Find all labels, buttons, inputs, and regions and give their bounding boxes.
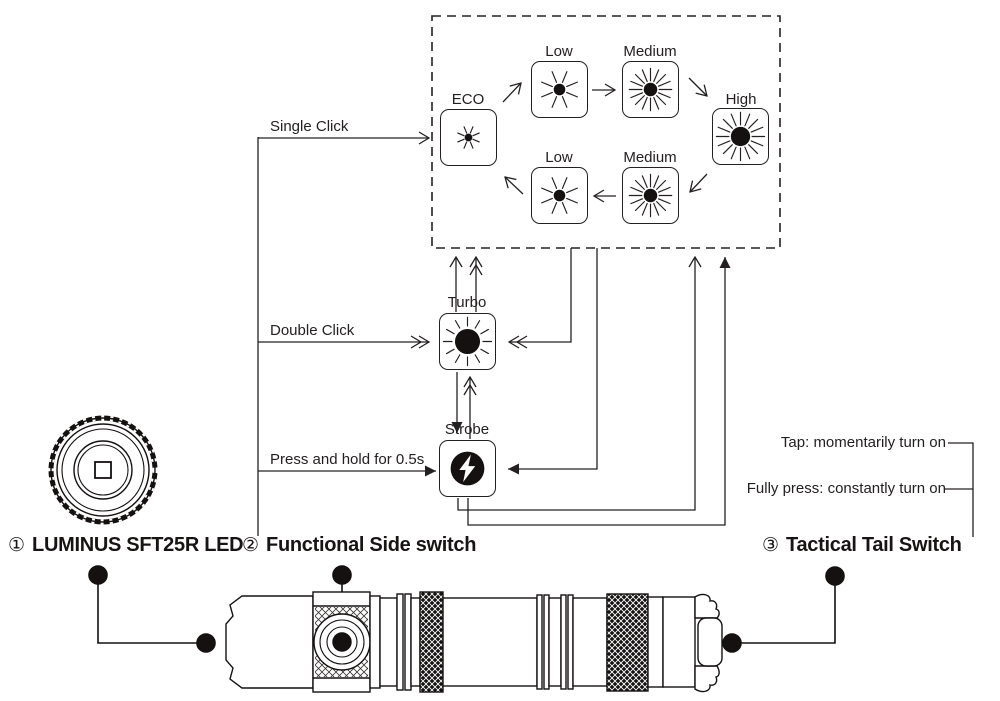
tail-crenellation-bottom xyxy=(694,665,720,693)
eco-starburst-icon xyxy=(457,126,480,149)
tail-note-fully-press: Fully press: constantly turn on xyxy=(746,480,946,497)
mode-box-turbo xyxy=(439,313,496,370)
part-label-tail-switch: ③ Tactical Tail Switch xyxy=(762,534,962,557)
flashlight-head xyxy=(225,595,314,689)
tail-note-rail xyxy=(948,442,974,537)
arrow-high-to-medium xyxy=(690,173,708,192)
turbo-starburst-icon xyxy=(442,316,493,367)
mode-box-medium-bottom xyxy=(622,167,679,224)
cycle-to-strobe-arrow xyxy=(508,248,598,475)
flashlight-side-view-drawing xyxy=(225,591,723,693)
mode-box-medium-top xyxy=(622,61,679,118)
tail-knurled-ring xyxy=(606,593,649,692)
action-label-press-and-hold: Press and hold for 0.5s xyxy=(270,451,425,468)
low-starburst-icon xyxy=(541,71,578,108)
tail-note-tap: Tap: momentarily turn on xyxy=(780,434,946,451)
body-tube xyxy=(442,597,538,687)
mode-label-low-bottom: Low xyxy=(545,149,573,166)
arrow-low-to-eco-return xyxy=(505,177,524,195)
low-starburst-icon xyxy=(541,177,578,214)
part-number-tail-switch: ③ xyxy=(762,535,780,556)
led-die-square xyxy=(94,461,112,479)
mode-box-low-top xyxy=(531,61,588,118)
cycle-to-turbo-arrow xyxy=(509,248,572,342)
tail-callout-dot-body xyxy=(722,633,742,653)
action-label-double-click: Double Click xyxy=(270,322,355,339)
strobe-return-arrow-1 xyxy=(457,257,695,511)
mode-box-strobe xyxy=(439,440,496,497)
led-callout-line xyxy=(97,575,206,644)
tail-callout-line xyxy=(732,576,836,644)
part-number-led: ① xyxy=(8,535,26,556)
tail-switch-button xyxy=(697,617,723,667)
part-label-side-switch: ② Functional Side switch xyxy=(242,534,476,557)
mode-label-strobe: Strobe xyxy=(444,421,490,438)
mode-cycle-wires xyxy=(431,15,781,249)
front-knurled-ring xyxy=(419,591,444,693)
led-front-view-drawing xyxy=(48,415,158,525)
action-label-single-click: Single Click xyxy=(270,118,349,135)
medium-starburst-icon xyxy=(628,173,673,218)
part-text-tail-switch: Tactical Tail Switch xyxy=(786,534,962,556)
high-starburst-icon xyxy=(715,111,766,162)
mode-label-turbo: Turbo xyxy=(447,294,487,311)
mode-label-medium-top: Medium xyxy=(623,43,677,60)
arrow-eco-to-low xyxy=(502,83,521,103)
part-number-side-switch: ② xyxy=(242,535,260,556)
mode-box-high xyxy=(712,108,769,165)
medium-starburst-icon xyxy=(628,67,673,112)
mode-label-medium-bottom: Medium xyxy=(623,149,677,166)
part-text-led: LUMINUS SFT25R LED xyxy=(32,534,244,556)
led-callout-dot-body xyxy=(196,633,216,653)
tail-cap xyxy=(662,596,696,688)
action-wires xyxy=(257,137,974,537)
mode-label-eco: ECO xyxy=(451,91,485,108)
part-label-led: ① LUMINUS SFT25R LED xyxy=(8,534,244,557)
strobe-return-arrow-2 xyxy=(467,257,731,526)
part-text-side-switch: Functional Side switch xyxy=(266,534,477,556)
mode-box-eco xyxy=(440,109,497,166)
mode-label-high: High xyxy=(725,91,757,108)
mode-label-low-top: Low xyxy=(545,43,573,60)
mode-box-low-bottom xyxy=(531,167,588,224)
mode-cycle-dashed-box xyxy=(431,15,781,249)
tail-crenellation-top xyxy=(694,593,720,619)
strobe-lightning-icon xyxy=(450,451,485,486)
arrow-medium-to-high xyxy=(688,77,707,96)
